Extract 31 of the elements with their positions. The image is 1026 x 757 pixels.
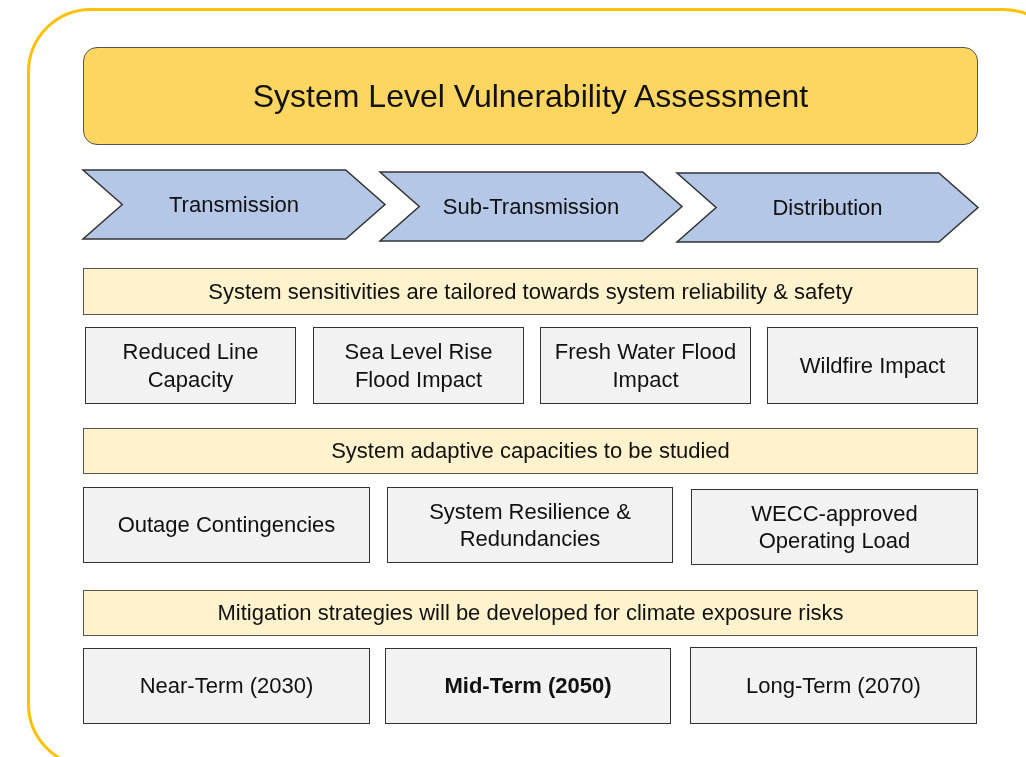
title-text: System Level Vulnerability Assessment [251,77,810,116]
category-box [690,647,977,724]
label-text: Near-Term (2030) [138,672,315,700]
category-box [83,648,370,724]
label-text: Distribution [771,193,884,222]
label-text: Mitigation strategies will be developed for climate exposure risks [216,599,845,627]
title-banner [83,47,978,145]
label-text: Wildfire Impact [798,351,947,380]
label-text: System Resilience & Redundancies [428,497,632,553]
category-box [691,489,978,565]
label-text: Transmission [168,190,300,219]
label-text: Reduced Line Capacity [121,338,260,393]
category-box [540,327,751,404]
label-text: Long-Term (2070) [745,671,922,700]
label-text: Sub-Transmission [441,192,621,221]
section-banner [83,590,978,636]
category-box [83,487,370,563]
category-box [385,648,671,724]
label-text: Mid-Term (2050) [443,672,613,700]
category-box [767,327,978,404]
label-text: Sea Level Rise Flood Impact [343,338,494,393]
category-box [387,487,673,563]
label-text: Fresh Water Flood Impact [553,338,738,393]
category-box [85,327,296,404]
label-text: WECC-approved Operating Load [750,499,919,555]
label-text: Outage Contingencies [116,511,337,539]
category-box [313,327,524,404]
section-banner [83,268,978,315]
label-text: System adaptive capacities to be studied [330,437,731,465]
label-text: System sensitivities are tailored towards system reliability & safety [207,277,854,306]
section-banner [83,428,978,474]
